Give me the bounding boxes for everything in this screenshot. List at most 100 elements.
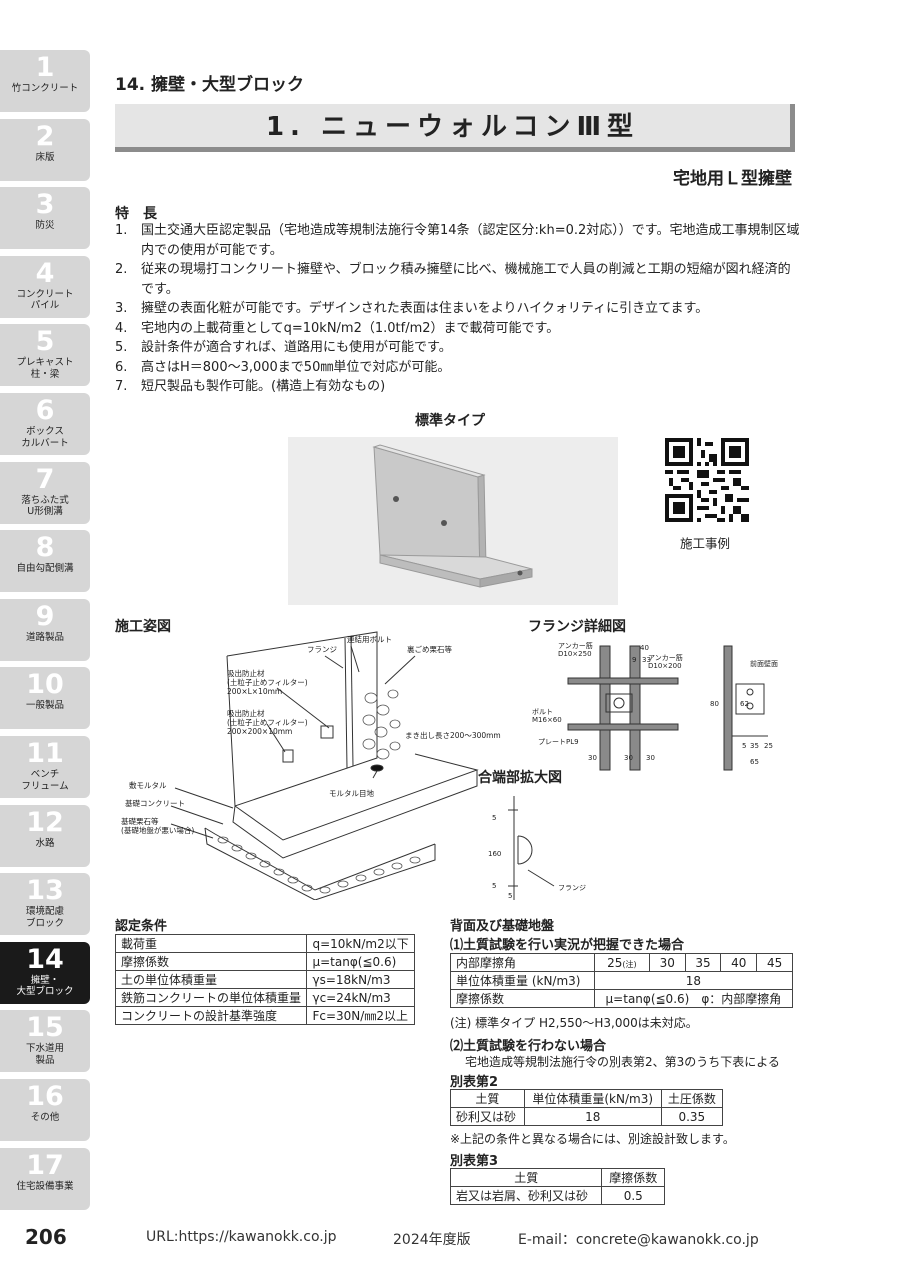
table-cell: 摩擦係数 [114,952,308,971]
chapter-tab-label: 擁壁・ 大型ブロック [16,974,74,998]
table-cell: コンクリートの設計基準強度 [114,1006,308,1025]
feature-number: 1. [115,223,128,238]
callout-foundation: 基礎栗石等(基礎地盤が悪い場合) [121,816,194,835]
chapter-tab-label: 防災 [35,220,55,232]
chapter-tab-label: プレキャスト 柱・梁 [16,357,74,380]
callout-bed-mortar: 敷モルタル [129,780,167,790]
feature-text: 高さはH＝800～3,000まで50㎜単位で対応が可能。 [141,359,451,375]
callout-mortar-joint: モルタル目地 [329,788,374,798]
friction-coef-label: 摩擦係数 [450,989,595,1008]
case1-note: (注) 標準タイプ H2,550～H3,000は未対応。 [450,1016,698,1030]
callout-filter1: 吸出防止材(土粒子止めフィルター)200×L×10mm [227,668,308,696]
chapter-tab-label: ベンチ フリューム [21,769,69,792]
table-cell: 土の単位体積重量 [114,970,308,989]
feature-number: 2. [115,262,128,277]
callout-backfill: 裏ごめ栗石等 [407,644,452,654]
table-cell: 鉄筋コンクリートの単位体積重量 [114,988,308,1007]
flange-dim: 25 [764,742,773,750]
joint-flange: フランジ [558,884,586,892]
chapter-tab-number: 12 [26,806,64,838]
chapter-tab-label: 下水道用 製品 [25,1043,64,1066]
flange-dim: 30 [588,754,597,762]
feature-number: 5. [115,340,128,355]
chapter-tab-label: 水路 [35,837,55,849]
chapter-tab-number: 3 [35,189,55,221]
table-cell: μ=tanφ(≦0.6) [306,952,415,971]
chapter-tab-number: 1 [35,52,55,83]
chapter-tab-label: コンクリート パイル [16,288,74,312]
table-cell: 砂利又は砂 [450,1107,525,1126]
callout-flange: フランジ [307,645,337,654]
chapter-tab-number: 2 [35,120,55,152]
case2-text: 宅地造成等規制法施行令の別表第2、第3のうち下表による [465,1055,780,1069]
construction-figure: フランジ 連結用ボルト 裏ごめ栗石等 吸出防止材(土粒子止めフィルター)200×… [115,628,515,904]
unit-weight-value: 18 [593,971,794,990]
table-header-cell: 土質 [449,1168,603,1187]
chapter-tab-number: 11 [26,738,64,769]
feature-text: 宅地内の上載荷重としてq=10kN/m2（1.0tf/m2）まで載荷可能です。 [141,320,560,336]
chapter-tab-label: 住宅設備事業 [16,1180,74,1192]
section-heading: 14. 擁壁・大型ブロック [115,75,305,95]
feature-number: 3. [115,301,128,316]
table-header-cell: 単位体積重量(kN/m3) [523,1089,662,1108]
product-title: 1. ニューウォルコンⅢ型 [115,104,795,152]
standard-type-label: 標準タイプ [415,413,485,429]
chapter-tab-label: 自由勾配側溝 [16,563,74,575]
qr-code[interactable] [665,438,749,522]
feature-number: 7. [115,379,128,394]
cert-conditions-heading: 認定条件 [115,919,168,934]
friction-angle-35: 35 [684,953,722,972]
feature-item: 6.高さはH＝800～3,000まで50㎜単位で対応が可能。 [115,358,800,378]
chapter-tab-number: 9 [35,600,55,632]
table-cell: 岩又は岩屑、砂利又は砂 [449,1186,603,1205]
chapter-tab-label: 一般製品 [25,700,64,712]
flange-front: 前面壁面 [750,659,778,668]
table-header-row: 土質摩擦係数 [449,1168,665,1187]
chapter-tab-number: 16 [26,1081,64,1112]
flange-plate: プレートPL9 [538,738,579,746]
chapter-tab-number: 14 [26,943,64,975]
friction-angle-45: 45 [756,953,793,972]
feature-text: 設計条件が適合すれば、道路用にも使用が可能です。 [141,340,452,355]
friction-angle-40: 40 [720,953,758,972]
construction-figure-label: 施工姿図 [115,619,171,635]
unit-weight-label: 単位体積重量 (kN/m3) [450,971,595,990]
case2-note: ※上記の条件と異なる場合には、別途設計致します。 [450,1132,735,1146]
footer-url[interactable]: URL:https://kawanokk.co.jp [146,1229,337,1245]
flange-dim: 65 [750,758,759,766]
callout-depth: まき出し長さ200～300mm [405,730,501,740]
chapter-tab-number: 6 [35,395,55,426]
table-header-cell: 土圧係数 [660,1089,724,1108]
joint-dim-2: 160 [488,850,501,858]
chapter-tab-label: 床版 [35,151,55,163]
flange-dim: 30 [646,754,655,762]
footer-email[interactable]: E-mail：concrete@kawanokk.co.jp [518,1232,759,1248]
